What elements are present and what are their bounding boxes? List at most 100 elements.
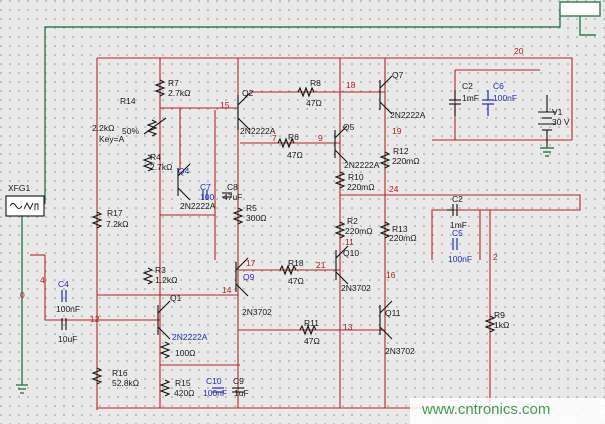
r9-value: 1kΩ bbox=[494, 320, 509, 330]
r2-value: 220mΩ bbox=[345, 226, 373, 236]
transistor-q4[interactable]: Q4 2N2222A bbox=[177, 163, 216, 211]
net-17: 18 bbox=[346, 80, 356, 90]
net-0: 0 bbox=[20, 290, 25, 300]
c7-value: 100 bbox=[200, 192, 214, 202]
transistor-q2[interactable]: Q2 2N2222A bbox=[237, 88, 276, 136]
c6-value: 100nF bbox=[493, 93, 517, 103]
r11-ref: R11 bbox=[304, 318, 319, 328]
capacitor-c8[interactable]: C8 47uF bbox=[222, 182, 242, 202]
r7-value: 2.7kΩ bbox=[168, 88, 190, 98]
r15-value: 420Ω bbox=[174, 388, 195, 398]
net-19: 17 bbox=[246, 258, 256, 268]
net-15: 16 bbox=[386, 270, 396, 280]
c3-ref: C2 bbox=[462, 81, 473, 91]
capacitor-c5[interactable]: C5 100nF bbox=[448, 228, 472, 264]
capacitor-c1[interactable]: 10uF bbox=[58, 318, 77, 344]
c8-ref: C8 bbox=[227, 182, 238, 192]
q1-model: 2N2222A bbox=[172, 332, 208, 342]
r11-value: 47Ω bbox=[304, 336, 320, 346]
resistor-r8[interactable]: R8 47Ω bbox=[297, 78, 322, 108]
r6-ref: R6 bbox=[288, 132, 299, 142]
r14-key: Key=A bbox=[99, 134, 125, 144]
transistor-q9[interactable]: Q9 2N3702 bbox=[235, 257, 272, 317]
net-14: 14 bbox=[222, 285, 232, 295]
r1-value: 100Ω bbox=[175, 348, 196, 358]
r13-value: 220mΩ bbox=[389, 233, 417, 243]
net-21: 21 bbox=[316, 260, 326, 270]
r16-ref: R17 bbox=[107, 208, 123, 218]
voltage-source-v1[interactable]: V1 30 V bbox=[538, 95, 570, 157]
r10-ref: R10 bbox=[348, 172, 364, 182]
resistor-r10[interactable]: R10 220mΩ bbox=[334, 171, 375, 192]
transistor-q1[interactable]: Q1 2N2222A bbox=[157, 293, 208, 342]
r5-value: 300Ω bbox=[246, 213, 267, 223]
resistor-r17[interactable]: R16 52.8kΩ bbox=[91, 367, 139, 388]
resistor-r4[interactable]: R4 2.7kΩ bbox=[142, 152, 172, 172]
q4-ref: Q4 bbox=[178, 166, 190, 176]
r14-percent: 50% bbox=[122, 126, 139, 136]
c3-value: 1mF bbox=[462, 93, 479, 103]
net-4: 4 bbox=[40, 275, 45, 285]
r12-value: 220mΩ bbox=[392, 156, 420, 166]
resistor-r13[interactable]: R13 220mΩ bbox=[379, 221, 417, 243]
transistor-q10[interactable]: Q10 2N3702 bbox=[335, 245, 371, 293]
net-18: 20 bbox=[514, 46, 524, 56]
resistor-r16[interactable]: R17 7.2kΩ bbox=[91, 208, 128, 229]
square-wave-icon bbox=[34, 203, 39, 210]
q10-model: 2N3702 bbox=[341, 283, 371, 293]
c2-ref: C2 bbox=[452, 194, 463, 204]
c4-ref: C4 bbox=[58, 279, 69, 289]
r4-value: 2.7kΩ bbox=[150, 162, 172, 172]
resistor-r5[interactable]: R5 300Ω bbox=[232, 203, 267, 225]
xfg1-label: XFG1 bbox=[8, 183, 30, 193]
r4-ref: R4 bbox=[150, 152, 161, 162]
transistor-q11[interactable]: Q11 2N3702 bbox=[379, 300, 415, 356]
r6-value: 47Ω bbox=[287, 150, 303, 160]
resistor-r2[interactable]: R2 220mΩ bbox=[334, 216, 373, 239]
function-generator-xfg1[interactable]: XFG1 bbox=[5, 183, 45, 217]
r3-value: 1.2kΩ bbox=[155, 275, 177, 285]
probe-block bbox=[559, 1, 601, 17]
q2-model: 2N2222A bbox=[240, 126, 276, 136]
resistor-r11[interactable]: R11 47Ω bbox=[299, 318, 320, 346]
transistor-q7[interactable]: Q7 2N2222A bbox=[379, 70, 426, 120]
capacitor-c7[interactable]: C7 100 bbox=[200, 182, 214, 202]
resistor-r7[interactable]: R7 2.7kΩ bbox=[154, 78, 190, 98]
r3-ref: R3 bbox=[155, 265, 166, 275]
r7-ref: R7 bbox=[168, 78, 179, 88]
capacitor-c4[interactable]: C4 100nF bbox=[56, 279, 80, 314]
v1-value: 30 V bbox=[552, 117, 570, 127]
capacitor-c2[interactable]: C2 1mF bbox=[447, 194, 467, 230]
resistor-r18[interactable]: R18 47Ω bbox=[279, 258, 304, 286]
c4-value: 100nF bbox=[56, 304, 80, 314]
triangle-wave-icon bbox=[23, 201, 34, 211]
c5-ref: C5 bbox=[452, 228, 463, 238]
potentiometer-r14[interactable]: R14 2.2kΩ 50% Key=A bbox=[92, 96, 167, 144]
resistor-r3[interactable]: R3 1.2kΩ bbox=[142, 265, 177, 285]
resistor-r12[interactable]: R12 220mΩ bbox=[379, 146, 420, 169]
c5-value: 100nF bbox=[448, 254, 472, 264]
capacitor-c6[interactable]: C6 100nF bbox=[482, 81, 517, 116]
r10-value: 220mΩ bbox=[347, 182, 375, 192]
capacitor-c10[interactable]: C10 100nF bbox=[203, 376, 227, 398]
r18-value: 47Ω bbox=[288, 276, 304, 286]
q4-model: 2N2222A bbox=[180, 201, 216, 211]
capacitor-c9[interactable]: C9 1uF bbox=[232, 376, 249, 398]
resistor-r15[interactable]: R15 420Ω bbox=[159, 378, 195, 398]
net-13: 13 bbox=[343, 322, 353, 332]
c9-ref: C9 bbox=[233, 376, 244, 386]
resistor-r6[interactable]: R6 47Ω bbox=[277, 132, 303, 160]
capacitor-c3[interactable]: C2 1mF bbox=[449, 81, 479, 116]
c8-value: 47uF bbox=[223, 192, 242, 202]
sine-wave-icon bbox=[9, 203, 23, 209]
resistor-r9[interactable]: R9 1kΩ bbox=[484, 310, 509, 333]
resistor-r1[interactable]: 100Ω bbox=[159, 341, 196, 359]
r13-ref: R13 bbox=[392, 224, 408, 234]
transistor-q5[interactable]: Q5 2N2222A bbox=[334, 122, 380, 170]
green-wire-right bbox=[579, 10, 596, 36]
r8-value: 47Ω bbox=[306, 98, 322, 108]
r14-value: 2.2kΩ bbox=[92, 123, 114, 133]
r12-ref: R12 bbox=[393, 146, 409, 156]
